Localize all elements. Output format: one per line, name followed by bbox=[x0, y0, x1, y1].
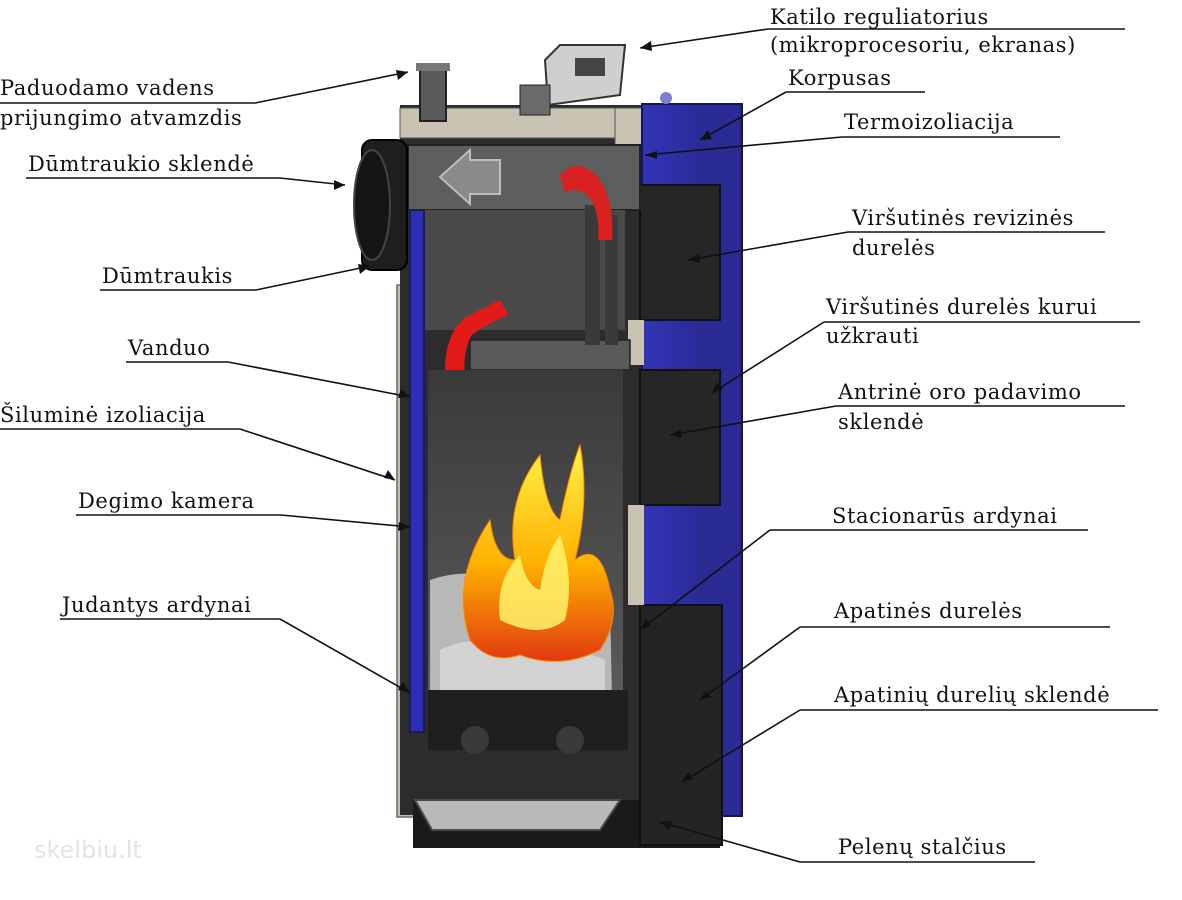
label-supply-pipe-line1: Paduodamo vadens bbox=[0, 76, 215, 100]
label-water: Vanduo bbox=[128, 336, 211, 360]
label-secondary-air-damper-line2: sklendė bbox=[838, 410, 925, 434]
label-thermal-insulation: Šiluminė izoliacija bbox=[0, 403, 206, 427]
label-lower-door-damper: Apatinių durelių sklendė bbox=[834, 683, 1111, 707]
label-supply-pipe-line2: prijungimo atvamzdis bbox=[0, 106, 243, 130]
hot-gas-arrow-left bbox=[444, 300, 508, 385]
label-secondary-air-damper-line1: Antrinė oro padavimo bbox=[838, 380, 1082, 404]
label-upper-inspection-door-line1: Viršutinės revizinės bbox=[852, 206, 1074, 230]
water-jacket-left bbox=[409, 209, 425, 733]
flame-icon bbox=[462, 443, 614, 662]
label-lower-door: Apatinės durelės bbox=[834, 599, 1023, 623]
label-chimney-damper: Dūmtraukio sklendė bbox=[28, 152, 255, 176]
label-upper-fuel-door-line2: užkrauti bbox=[826, 324, 920, 348]
label-ash-drawer: Pelenų stalčius bbox=[838, 835, 1007, 859]
label-chimney: Dūmtraukis bbox=[102, 264, 234, 288]
chimney-damper bbox=[353, 139, 408, 271]
label-thermo-insulation: Termoizoliacija bbox=[844, 110, 1015, 134]
moving-grates bbox=[428, 690, 628, 754]
label-moving-grates: Judantys ardynai bbox=[62, 593, 252, 617]
supply-water-pipe bbox=[416, 63, 450, 122]
label-casing: Korpusas bbox=[788, 66, 892, 90]
callout-arrowheads bbox=[334, 41, 723, 830]
label-upper-inspection-door-line2: durelės bbox=[852, 236, 936, 260]
watermark: skelbiu.lt bbox=[34, 836, 142, 864]
hot-gas-arrow-top bbox=[560, 166, 613, 240]
callout-lines bbox=[0, 28, 1158, 863]
label-boiler-controller-line1: Katilo reguliatorius bbox=[770, 5, 989, 29]
boiler-controller bbox=[519, 44, 627, 116]
label-combustion-chamber: Degimo kamera bbox=[78, 489, 255, 513]
flue-arrow-icon bbox=[438, 147, 501, 207]
label-boiler-controller-line2: (mikroprocesoriu, ekranas) bbox=[770, 33, 1076, 57]
ash-drawer bbox=[413, 799, 622, 831]
label-stationary-grates: Stacionarūs ardynai bbox=[832, 504, 1058, 528]
label-upper-fuel-door-line1: Viršutinės durelės kurui bbox=[826, 295, 1098, 319]
